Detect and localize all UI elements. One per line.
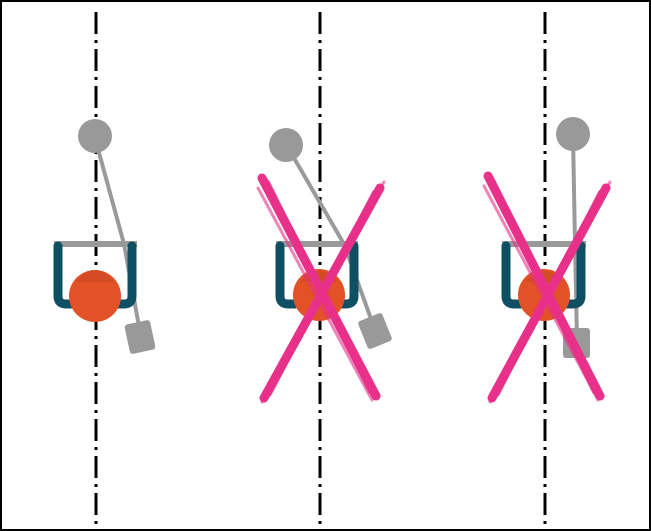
- seat-bar: [54, 241, 137, 247]
- seat-bar: [276, 241, 358, 247]
- seat-frame: [335, 241, 359, 309]
- rod: [342, 242, 377, 332]
- ball-icon: [556, 117, 590, 151]
- seat-bar: [502, 241, 586, 247]
- cross-icon: [256, 173, 386, 404]
- seat-frame: [561, 241, 586, 309]
- cross-icon: [482, 171, 612, 404]
- panel-3: [482, 117, 612, 404]
- rod: [573, 242, 579, 342]
- weight-icon: [358, 313, 392, 349]
- rod: [285, 144, 346, 246]
- panel-2: [256, 128, 392, 404]
- seat-frame: [113, 241, 137, 309]
- weight-icon: [124, 320, 156, 354]
- ball-icon: [269, 128, 303, 162]
- seat-frame: [53, 241, 77, 309]
- rod: [93, 136, 126, 246]
- seat-frame: [275, 241, 300, 309]
- panel-1: [53, 119, 156, 354]
- ball-icon: [78, 119, 112, 153]
- head-icon: [69, 270, 121, 322]
- rod: [571, 134, 577, 246]
- seat-frame: [501, 241, 526, 309]
- head-top: [76, 270, 114, 282]
